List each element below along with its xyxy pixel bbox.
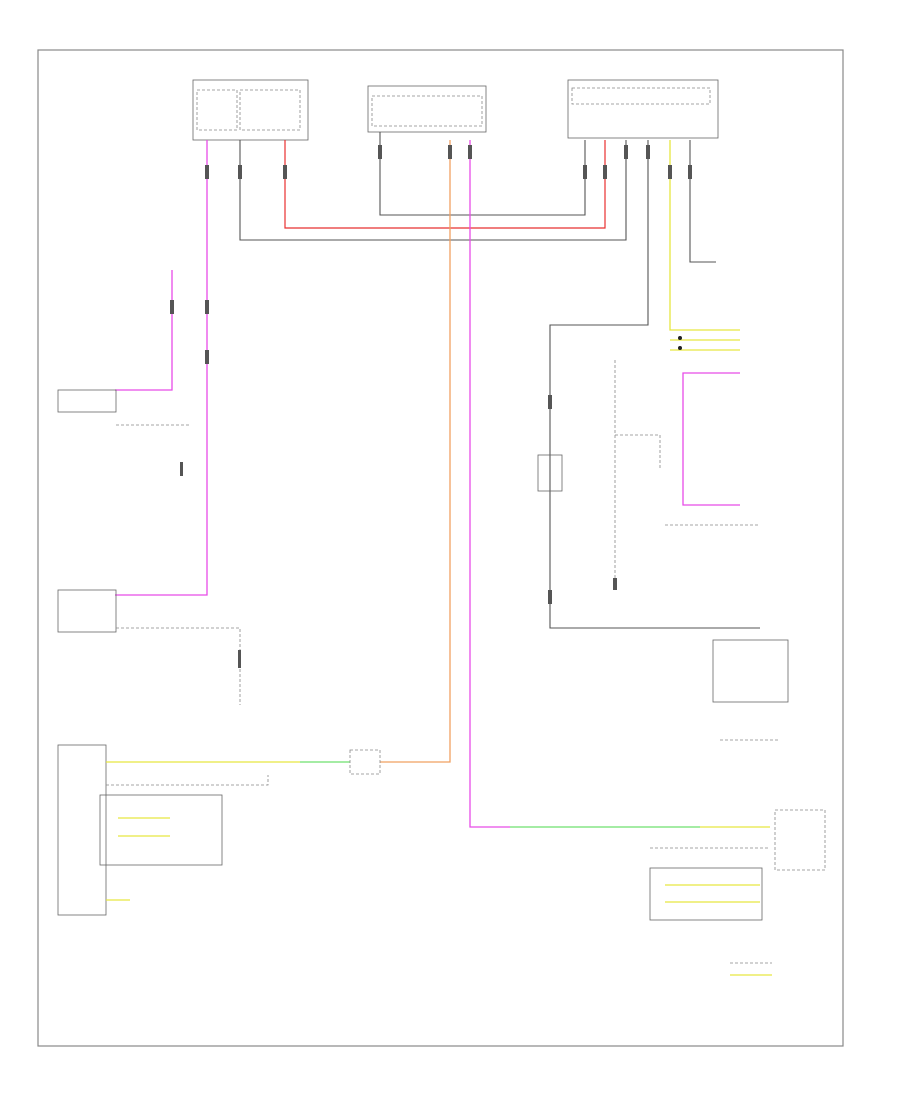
pink-wire-right — [682, 372, 740, 506]
center-right-relay — [613, 360, 760, 590]
left-ground-connector — [180, 462, 241, 668]
right-lower-component — [712, 639, 789, 741]
left-lower-component — [57, 589, 241, 705]
top-harness — [239, 132, 627, 241]
bottom-left-module — [57, 744, 381, 916]
top-center-relay-block — [367, 85, 487, 133]
pink-wire-center — [469, 140, 510, 828]
connector-markers — [170, 145, 692, 604]
right-harness — [537, 140, 760, 629]
top-right-connector-block — [567, 79, 719, 139]
left-upper-component — [57, 389, 190, 426]
top-left-junction-block — [192, 79, 309, 141]
right-yellow-wires — [669, 140, 740, 351]
bottom-right-module — [510, 809, 826, 976]
pink-wire-left — [115, 140, 208, 596]
diagram-frame — [37, 49, 844, 1047]
orange-wire — [380, 140, 451, 763]
